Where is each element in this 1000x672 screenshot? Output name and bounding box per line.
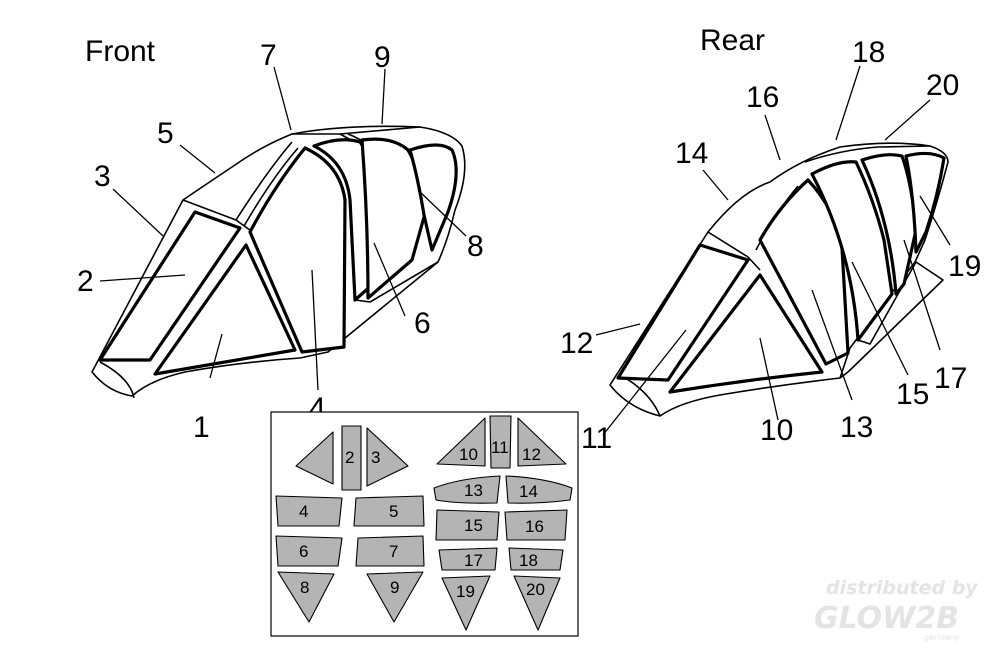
mask-label-6: 6 xyxy=(299,542,308,561)
mask-8 xyxy=(277,571,335,623)
mask-4 xyxy=(275,495,343,527)
mask-label-16: 16 xyxy=(525,517,544,536)
front-pane-1 xyxy=(153,243,297,376)
watermark-logo: GLOW2B xyxy=(814,601,959,636)
mask-7 xyxy=(355,535,425,567)
front-label-8: 8 xyxy=(467,230,484,263)
rear-leaders xyxy=(595,65,951,436)
mask-13 xyxy=(433,475,501,504)
mask-label-9: 9 xyxy=(390,578,399,597)
mask-label-15: 15 xyxy=(464,516,483,535)
mask-19 xyxy=(441,575,491,631)
mask-label-19: 19 xyxy=(456,582,475,601)
rear-label-16: 16 xyxy=(746,81,779,114)
mask-label-18: 18 xyxy=(519,551,538,570)
front-pane-4 xyxy=(248,146,347,354)
front-lower-edge xyxy=(99,361,135,399)
distributor-watermark: distributed by GLOW2B germany xyxy=(814,577,979,642)
front-rear-edge xyxy=(354,261,439,303)
mask-label-12: 12 xyxy=(522,445,541,464)
mask-10 xyxy=(436,417,486,467)
mask-11 xyxy=(489,415,512,469)
mask-9 xyxy=(366,571,424,623)
front-label-2: 2 xyxy=(77,265,94,298)
mask-label-3: 3 xyxy=(371,448,380,467)
front-pane-8 xyxy=(408,143,458,252)
rear-label-20: 20 xyxy=(926,69,959,102)
mask-label-4: 4 xyxy=(299,502,308,521)
rear-strip-frame xyxy=(839,261,944,379)
mask-label-2: 2 xyxy=(345,448,354,467)
front-label-1: 1 xyxy=(193,411,210,444)
front-label-5: 5 xyxy=(157,117,174,150)
rear-top-frame xyxy=(804,145,931,163)
front-title: Front xyxy=(85,35,156,68)
rear-label-14: 14 xyxy=(675,137,708,170)
watermark-line-1: distributed by xyxy=(826,577,979,599)
mask-2 xyxy=(341,425,362,491)
front-label-6: 6 xyxy=(414,307,431,340)
mask-label-5: 5 xyxy=(389,502,398,521)
front-leaders xyxy=(99,66,467,391)
mask-label-17: 17 xyxy=(464,551,483,570)
front-pane-2 xyxy=(98,210,242,362)
front-arch-frame xyxy=(235,141,299,227)
mask-17 xyxy=(438,547,498,571)
mask-5 xyxy=(353,495,425,527)
mask-front-windscreen-left xyxy=(295,431,334,485)
rear-title: Rear xyxy=(700,24,765,57)
mask-16 xyxy=(504,509,568,541)
mask-label-20: 20 xyxy=(526,580,545,599)
rear-label-19: 19 xyxy=(948,250,981,283)
mask-label-11: 11 xyxy=(491,438,509,457)
front-label-9: 9 xyxy=(374,41,391,74)
mask-label-10: 10 xyxy=(459,445,478,464)
rear-pane-10 xyxy=(668,273,824,394)
rear-pane-15 xyxy=(810,160,894,342)
watermark-line-3: germany xyxy=(924,633,960,642)
mask-label-13: 13 xyxy=(464,481,483,500)
rear-label-13: 13 xyxy=(840,411,873,444)
mask-label-14: 14 xyxy=(519,482,538,501)
rear-label-11: 11 xyxy=(581,422,612,455)
mask-3 xyxy=(366,427,409,487)
mask-15 xyxy=(435,509,500,541)
rear-label-10: 10 xyxy=(760,414,793,447)
rear-label-12: 12 xyxy=(560,327,593,360)
mask-label-7: 7 xyxy=(389,542,398,561)
rear-windscreen-frame xyxy=(707,231,761,271)
front-label-7: 7 xyxy=(260,39,277,72)
front-label-3: 3 xyxy=(94,160,111,193)
front-canopy-drawing: Front 1 2 3 4 5 xyxy=(77,35,484,444)
rear-pane-11 xyxy=(616,243,750,382)
mask-18 xyxy=(508,547,564,571)
rear-label-17: 17 xyxy=(934,362,967,395)
rear-pane-19 xyxy=(904,151,946,254)
rear-label-15: 15 xyxy=(896,378,929,411)
mask-20 xyxy=(513,575,561,631)
rear-canopy-drawing: Rear 10 11 12 13 14 xyxy=(560,24,981,455)
rear-rear-edge xyxy=(857,261,917,345)
mask-12 xyxy=(517,417,567,467)
mask-14 xyxy=(505,475,573,504)
mask-label-8: 8 xyxy=(300,578,309,597)
mask-sheet: 2 3 4 5 6 7 8 9 10 11 12 13 14 15 16 17 … xyxy=(270,411,579,637)
mask-6 xyxy=(275,535,343,567)
rear-label-18: 18 xyxy=(852,36,885,69)
